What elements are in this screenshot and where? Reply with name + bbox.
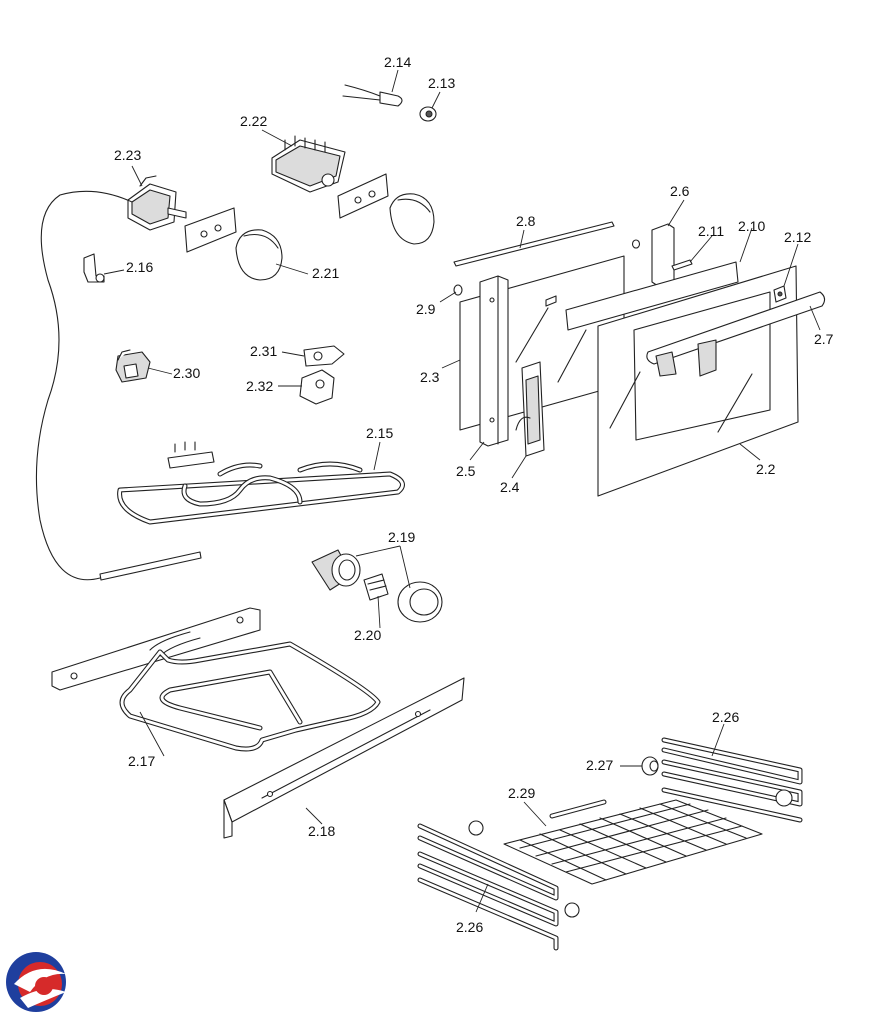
part-2-15-grill-element xyxy=(117,441,405,525)
callout-2-14: 2.14 xyxy=(384,54,411,70)
part-2-32-hinge-block xyxy=(299,369,335,405)
part-2-26-shelf-support-right xyxy=(661,737,803,823)
thermostat-bulb xyxy=(99,551,202,581)
callout-2-11: 2.11 xyxy=(698,223,724,239)
part-2-5-hinge-bracket xyxy=(479,275,509,447)
part-2-21-control-knob xyxy=(235,229,283,281)
part-2-19-oven-lamp-housing xyxy=(311,549,361,591)
callout-2-27: 2.27 xyxy=(586,757,613,773)
callout-2-30: 2.30 xyxy=(173,365,200,381)
part-2-23-thermostat xyxy=(127,175,187,231)
brand-logo-icon xyxy=(6,952,66,1012)
callout-2-13: 2.13 xyxy=(428,75,455,91)
callout-2-2: 2.2 xyxy=(756,461,776,477)
part-2-10-middle-glass xyxy=(545,261,739,331)
part-2-4-door-hinge xyxy=(515,361,545,457)
part-switch-mounting-plate xyxy=(337,173,389,219)
part-2-6-door-side-profile xyxy=(651,223,675,287)
callout-2-4: 2.4 xyxy=(500,479,520,495)
callout-2-18: 2.18 xyxy=(308,823,335,839)
part-2-9-screw xyxy=(453,284,463,296)
part-2-8-door-rod xyxy=(453,221,615,267)
part-thermostat-plate xyxy=(184,207,237,253)
callout-2-7: 2.7 xyxy=(814,331,834,347)
callout-2-32: 2.32 xyxy=(246,378,273,394)
part-2-12-handle-clip xyxy=(773,285,787,303)
callout-2-31: 2.31 xyxy=(250,343,277,359)
part-2-20-lamp-bulb xyxy=(363,573,389,601)
part-2-2-outer-door-glass xyxy=(515,265,799,497)
callout-2-29: 2.29 xyxy=(508,785,535,801)
callout-2-21: 2.21 xyxy=(312,265,339,281)
part-2-17-bottom-element xyxy=(51,607,381,752)
callout-2-20: 2.20 xyxy=(354,627,381,643)
callout-2-26-left: 2.26 xyxy=(456,919,483,935)
part-2-26-shelf-support-left xyxy=(417,820,580,951)
callout-2-26-right: 2.26 xyxy=(712,709,739,725)
callout-2-5: 2.5 xyxy=(456,463,476,479)
part-2-29-oven-shelf xyxy=(503,799,763,885)
part-lamp-cover xyxy=(397,581,443,623)
part-2-18-element-shield xyxy=(223,677,465,839)
part-2-7-door-handle xyxy=(646,291,826,377)
callout-2-15: 2.15 xyxy=(366,425,393,441)
callout-2-9: 2.9 xyxy=(416,301,436,317)
part-2-11-screw xyxy=(631,239,693,271)
callout-2-19: 2.19 xyxy=(388,529,415,545)
thermostat-capillary xyxy=(35,190,133,581)
part-2-13-lamp-socket xyxy=(419,106,437,122)
callout-2-10: 2.10 xyxy=(738,218,765,234)
callout-2-12: 2.12 xyxy=(784,229,811,245)
callout-2-3: 2.3 xyxy=(420,369,440,385)
part-2-30-terminal-block xyxy=(115,349,151,383)
part-2-16-clip xyxy=(83,253,105,283)
part-2-14-lamp-cable xyxy=(342,84,403,107)
callout-2-8: 2.8 xyxy=(516,213,536,229)
part-2-27-fixing-screw xyxy=(641,756,659,776)
part-switch-knob-right xyxy=(389,193,435,245)
callout-2-22: 2.22 xyxy=(240,113,267,129)
callout-2-17: 2.17 xyxy=(128,753,155,769)
leader-lines xyxy=(103,69,821,913)
callout-2-6: 2.6 xyxy=(670,183,690,199)
part-2-22-selector-switch xyxy=(271,135,346,193)
part-2-31-bracket xyxy=(303,345,345,367)
callout-2-16: 2.16 xyxy=(126,259,153,275)
callout-2-23: 2.23 xyxy=(114,147,141,163)
